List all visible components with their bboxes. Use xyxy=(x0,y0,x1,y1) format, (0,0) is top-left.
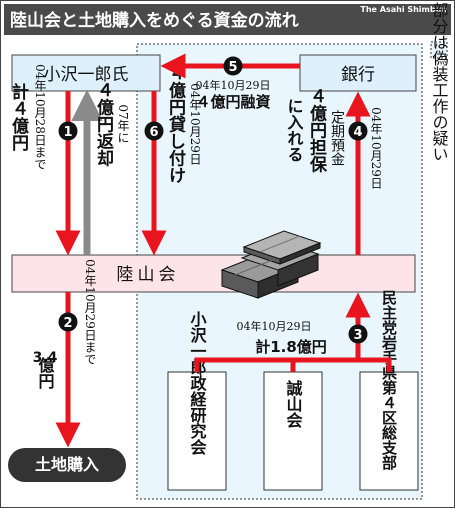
node-dpj xyxy=(359,371,419,491)
node-rikuzankai xyxy=(11,254,416,293)
node-land-label: 土地購入 xyxy=(35,455,99,474)
node-dpj-label: 民主党岩手県第４区総支部 xyxy=(380,290,398,471)
flow-2-date: 04年10月29日まで xyxy=(83,259,97,365)
node-bank-label: 銀行 xyxy=(341,65,375,85)
node-land xyxy=(8,448,126,482)
flow-6-badge: 6 xyxy=(144,121,164,141)
svg-text:1: 1 xyxy=(63,125,72,140)
node-bank xyxy=(299,54,417,92)
node-ozawa-label: 小沢一郎氏 xyxy=(44,65,129,85)
svg-text:４億円担保: ４億円担保 xyxy=(306,88,328,174)
flow-4-badge: 4 xyxy=(348,121,368,141)
svg-text:に入れる: に入れる xyxy=(285,98,304,162)
flow-6-date: 04年10月29日 xyxy=(188,83,202,165)
flow-2-amount: 3.4 億円 xyxy=(33,350,58,390)
node-seizankai xyxy=(263,371,323,491)
node-politics-org xyxy=(167,371,227,491)
flow-4-desc: 定期預金 ４億円担保 に入れる xyxy=(285,88,346,174)
node-ozawa xyxy=(11,54,161,92)
flow-7-date: 07年に xyxy=(116,104,130,143)
node-seizankai-label: 誠山会 xyxy=(284,379,303,429)
svg-text:定期預金: 定期預金 xyxy=(329,110,345,166)
credit: The Asahi Shimbun xyxy=(360,5,447,14)
flow-6-amount: ４億円貸し付け xyxy=(165,65,187,184)
svg-text:億円: 億円 xyxy=(36,356,55,390)
flow-1-date: 04年10月28日まで xyxy=(33,64,47,170)
svg-text:3: 3 xyxy=(353,328,362,343)
flow-3-date: 04年10月29日 xyxy=(237,319,312,333)
flow-4-date: 04年10月29日 xyxy=(369,107,383,189)
svg-text:5: 5 xyxy=(228,60,237,75)
flow-7-amount: ４億円返却 xyxy=(93,82,114,168)
svg-text:4: 4 xyxy=(353,125,362,140)
svg-text:2: 2 xyxy=(63,316,72,331)
node-rikuzankai-label: 陸山会 xyxy=(117,265,180,285)
node-politics-org-label: 小沢一郎政経研究会 xyxy=(188,311,207,456)
money-bundles-icon xyxy=(220,230,322,299)
title: 陸山会と土地購入をめぐる資金の流れ xyxy=(10,10,299,31)
flow-5-amount: ４億円融資 xyxy=(195,93,270,111)
flow-3-badge: 3 xyxy=(348,324,368,344)
flow-2-badge: 2 xyxy=(58,312,78,332)
svg-text:6: 6 xyxy=(149,125,158,140)
title-bar xyxy=(4,4,451,35)
legend-label: 部分は偽装工作の疑い xyxy=(430,2,449,162)
flow-3-amount: 計1.8億円 xyxy=(255,338,327,356)
svg-text:3.4: 3.4 xyxy=(33,350,58,366)
flow-5-date: 04年10月29日 xyxy=(196,78,271,92)
flow-1-amount: 計４億円 xyxy=(8,82,29,152)
flow-1-badge: 1 xyxy=(58,121,78,141)
legend-swatch xyxy=(430,41,448,59)
flow-5-badge: 5 xyxy=(223,56,243,76)
